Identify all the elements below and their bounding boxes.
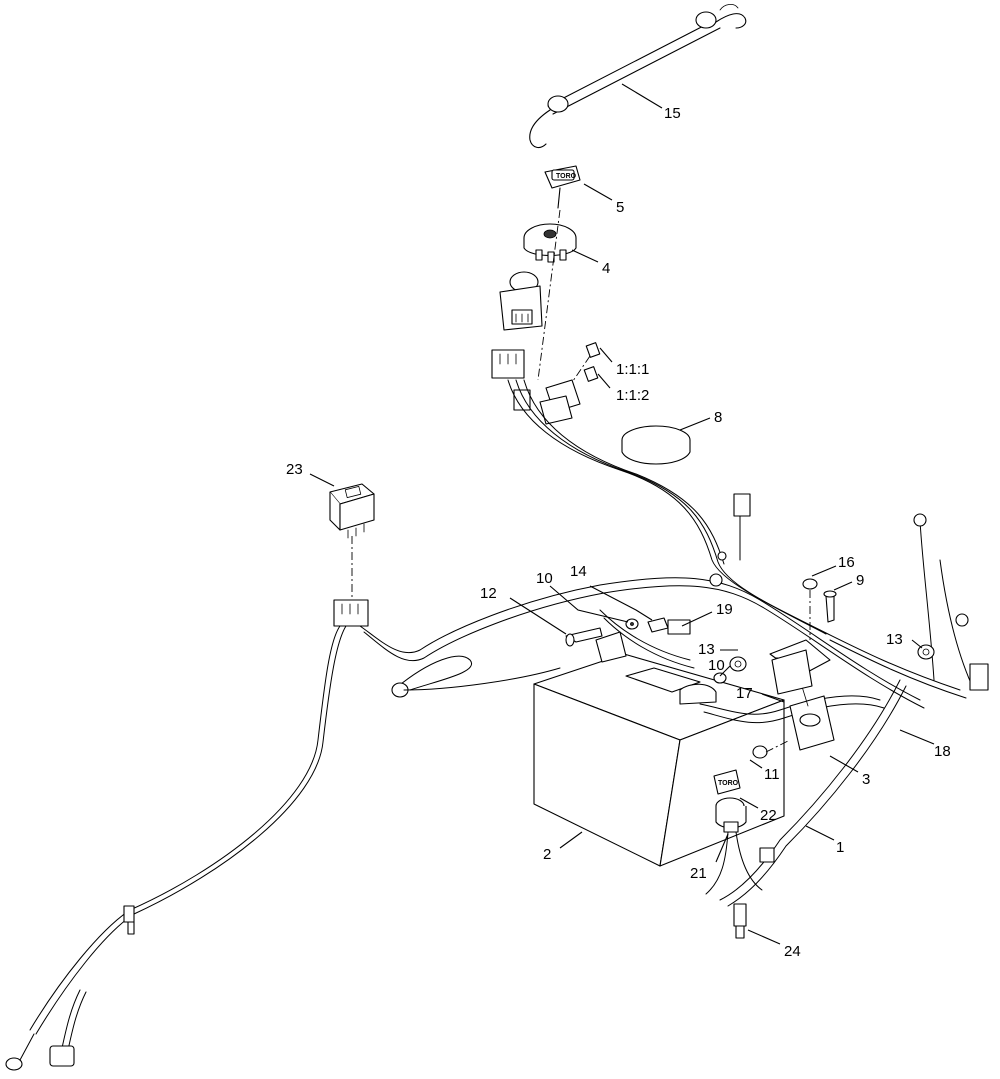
battery xyxy=(533,653,785,867)
choke-knob-assembly xyxy=(499,271,543,331)
callout-15: 15 xyxy=(664,105,681,122)
callout-12: 12 xyxy=(480,585,497,602)
callout-22: 22 xyxy=(760,807,777,824)
callout-labels: 15 5 4 1:1:1 1:1:2 8 23 16 9 10 14 12 19… xyxy=(286,105,951,960)
round-cover-plug xyxy=(621,425,691,465)
callout-24: 24 xyxy=(784,943,801,960)
callout-17: 17 xyxy=(736,685,753,702)
ignition-switch xyxy=(523,223,577,263)
callout-11: 11 xyxy=(764,766,780,783)
callout-13-mid: 13 xyxy=(698,641,715,658)
callout-5: 5 xyxy=(616,199,624,216)
callout-21: 21 xyxy=(690,865,707,882)
switch-connector xyxy=(333,599,369,627)
main-harness-wires xyxy=(5,379,989,1071)
callout-2: 2 xyxy=(543,846,551,863)
hardware-items xyxy=(565,578,935,759)
callout-19: 19 xyxy=(716,601,733,618)
callout-14: 14 xyxy=(570,563,587,580)
callout-9: 9 xyxy=(856,572,864,589)
callout-10-lower: 10 xyxy=(708,657,725,674)
key-logo-lower: TORO xyxy=(718,780,739,787)
callout-1: 1 xyxy=(836,839,844,856)
callout-4: 4 xyxy=(602,260,610,277)
callout-3: 3 xyxy=(862,771,870,788)
callout-23: 23 xyxy=(286,461,303,478)
key-switch-lower: TORO xyxy=(705,769,763,895)
callout-13-right: 13 xyxy=(886,631,903,648)
harness-connector-block xyxy=(491,349,525,379)
leader-lines xyxy=(309,83,935,945)
callout-16: 16 xyxy=(838,554,855,571)
key-logo: TORO xyxy=(556,173,577,180)
callout-18: 18 xyxy=(934,743,951,760)
bungee-strap xyxy=(529,4,747,149)
callout-1-1-2: 1:1:2 xyxy=(616,387,649,404)
battery-cables xyxy=(595,609,885,724)
fuse-holder xyxy=(513,379,581,425)
callout-10-top: 10 xyxy=(536,570,553,587)
callout-8: 8 xyxy=(714,409,722,426)
rocker-switch xyxy=(329,483,375,539)
ignition-key: TORO xyxy=(544,165,581,209)
callout-1-1-1: 1:1:1 xyxy=(616,361,649,378)
